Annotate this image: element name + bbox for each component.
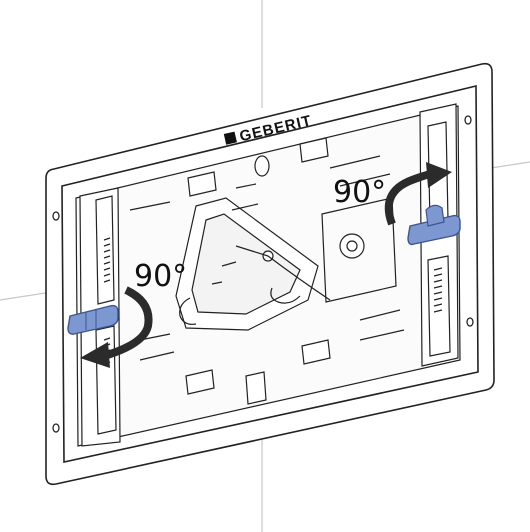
rotation-angle-label-left: 90° [134, 259, 187, 294]
geberit-logo-square [223, 131, 237, 145]
screw-hole [52, 211, 60, 221]
right-lever [407, 204, 461, 246]
screw-hole [464, 115, 472, 125]
screw-hole [52, 423, 60, 433]
left-lever [67, 304, 119, 335]
screw-holes [52, 115, 474, 433]
screw-hole [466, 317, 474, 327]
rotation-angle-label-right: 90° [333, 175, 386, 210]
cistern-mechanism [75, 103, 461, 447]
curved-arrow-icon [80, 286, 153, 368]
curved-arrow-icon [384, 162, 452, 226]
